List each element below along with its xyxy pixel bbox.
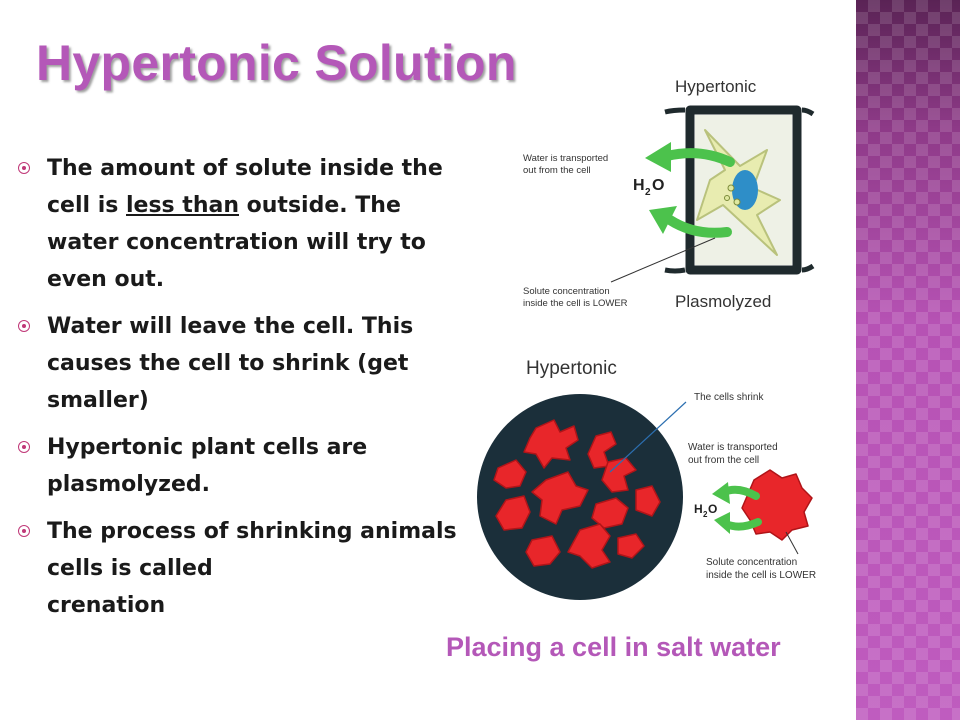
bullet-item: Hypertonic plant cells are plasmolyzed. — [18, 429, 478, 503]
single-crenated-cell — [741, 469, 813, 541]
svg-text:2: 2 — [703, 510, 708, 519]
water-label-line1: Water is transported — [523, 153, 608, 164]
bullet-list: The amount of solute inside the cell is … — [18, 150, 478, 634]
solute-pointer-line — [785, 531, 799, 555]
slide-title: Hypertonic Solution — [36, 35, 517, 91]
solute-label-line1: Solute concentration — [706, 557, 797, 568]
water-label-line2: out from the cell — [523, 165, 591, 176]
svg-text:H: H — [633, 177, 645, 194]
image-caption: Placing a cell in salt water — [446, 632, 781, 662]
shrink-pointer-line — [609, 401, 687, 473]
h2o-label: H 2 O — [694, 502, 717, 519]
green-arrow-upper — [712, 482, 760, 504]
plant-diagram-heading: Hypertonic — [675, 77, 757, 96]
bullet-text: The amount of solute inside the cell is — [47, 156, 443, 218]
bullet-text: Water will leave the cell. This causes t… — [47, 314, 414, 413]
svg-text:2: 2 — [645, 187, 651, 198]
green-arrow-lower — [714, 512, 762, 534]
rbc-diagram-heading: Hypertonic — [526, 358, 617, 379]
bullet-text: The process of shrinking animals cells i… — [47, 519, 457, 581]
green-arrow-upper — [645, 142, 735, 172]
red-cell-diagram: Hypertonic The cells shrink Water is tra… — [477, 358, 816, 600]
bullet-item: The process of shrinking animals cells i… — [18, 513, 478, 624]
underlined-phrase: less than — [126, 193, 239, 218]
crenated-cells — [493, 419, 661, 569]
bullet-item: The amount of solute inside the cell is … — [18, 150, 478, 298]
h2o-label: H 2 O — [633, 177, 664, 198]
decorative-side-band — [856, 0, 960, 720]
shrunken-cytoplasm — [696, 129, 781, 256]
svg-text:O: O — [652, 177, 664, 194]
shrink-label: The cells shrink — [694, 392, 764, 403]
solute-pointer-line — [610, 237, 716, 283]
water-label-line2: out from the cell — [688, 455, 759, 466]
bullet-text-crenation: crenation — [47, 593, 166, 618]
water-label-line1: Water is transported — [688, 442, 778, 453]
plant-cell-diagram: Hypertonic Water is transported out from… — [523, 77, 815, 311]
svg-text:H: H — [694, 502, 703, 516]
solute-label-line1: Solute concentration — [523, 286, 610, 297]
bullet-item: Water will leave the cell. This causes t… — [18, 308, 478, 419]
bullet-icon — [18, 162, 30, 174]
bullet-icon — [18, 441, 30, 453]
solute-label-line2: inside the cell is LOWER — [523, 298, 628, 309]
solute-label-line2: inside the cell is LOWER — [706, 570, 816, 581]
bullet-icon — [18, 525, 30, 537]
bullet-icon — [18, 320, 30, 332]
green-arrow-lower — [649, 206, 732, 238]
bullet-text: outside. The water concentration will tr… — [47, 193, 426, 292]
bullet-text: Hypertonic plant cells are plasmolyzed. — [47, 435, 368, 497]
plasmolyzed-label: Plasmolyzed — [675, 292, 771, 311]
svg-text:O: O — [708, 502, 717, 516]
